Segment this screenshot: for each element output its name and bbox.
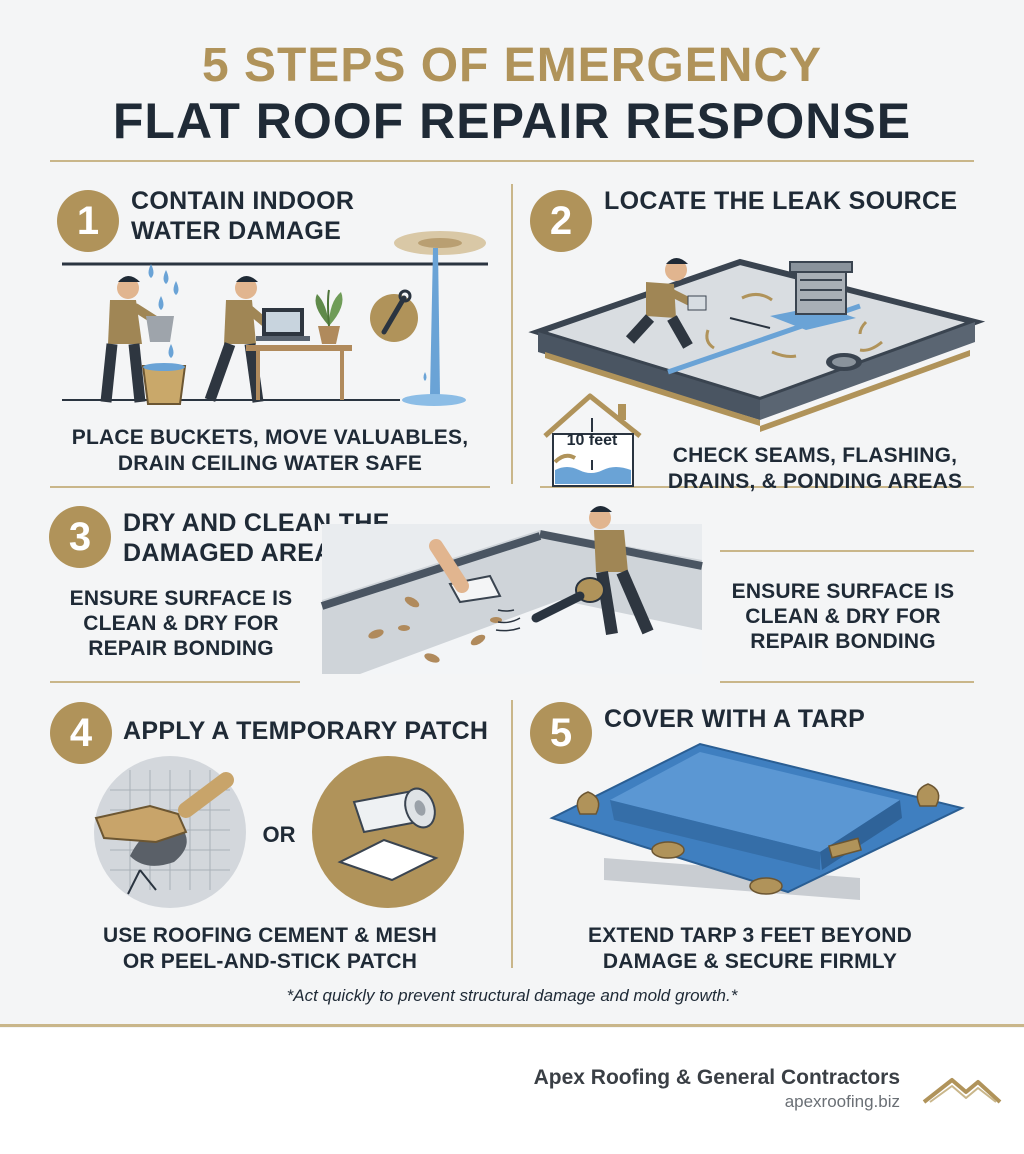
divider-vertical-top	[511, 184, 513, 484]
house-icon	[543, 393, 642, 487]
step-5-caption-line1: EXTEND TARP 3 FEET BEYOND	[588, 924, 912, 947]
patch-roll-icon	[312, 756, 464, 908]
step-5-number: 5	[530, 702, 592, 764]
step-5-title: COVER WITH A TARP	[604, 705, 866, 733]
website-link[interactable]: apexroofing.biz	[784, 1092, 900, 1111]
worker-figure-4	[589, 506, 654, 635]
step-3-caption-right-line1: ENSURE SURFACE IS	[731, 580, 955, 603]
step-3-caption-right-line3: REPAIR BONDING	[750, 630, 936, 653]
leaf-blower-icon	[531, 577, 605, 623]
step-2-number: 2	[530, 190, 592, 252]
page-title-line2: FLAT ROOF REPAIR RESPONSE	[112, 93, 912, 149]
step-2-caption-line2: DRAINS, & PONDING AREAS	[667, 470, 963, 493]
step-2-caption-line1: CHECK SEAMS, FLASHING,	[672, 444, 958, 467]
laptop-icon	[256, 308, 310, 341]
house-depth-label: 10 feet	[566, 432, 618, 449]
step-1-caption-line1: PLACE BUCKETS, MOVE VALUABLES,	[71, 426, 469, 449]
worker-figure-1	[100, 276, 163, 403]
step-2-title: LOCATE THE LEAK SOURCE	[604, 187, 958, 215]
logo-roof-icon	[922, 1078, 1002, 1104]
step-4-number: 4	[50, 702, 112, 764]
footnote: *Act quickly to prevent structural damag…	[286, 986, 738, 1005]
debris-leaves	[368, 596, 502, 663]
page-title-line1: 5 STEPS OF EMERGENCY	[201, 39, 823, 92]
plant-icon	[315, 289, 343, 344]
step-1-caption-line2: DRAIN CEILING WATER SAFE	[117, 452, 423, 475]
header-divider	[50, 160, 974, 162]
bucket-icon-handheld	[146, 316, 174, 342]
divider-vertical-bottom	[511, 700, 513, 968]
step-1-number: 1	[57, 190, 119, 252]
divider-row2-right	[720, 681, 974, 683]
wrench-icon	[370, 289, 418, 342]
water-drops	[148, 264, 179, 358]
step-4-caption-line2: OR PEEL-AND-STICK PATCH	[122, 950, 418, 973]
footer	[0, 1028, 1024, 1154]
step-3-caption-left-line2: CLEAN & DRY FOR	[83, 612, 279, 635]
step-1-title-line2: WATER DAMAGE	[131, 217, 342, 245]
step-4-title: APPLY A TEMPORARY PATCH	[123, 717, 489, 745]
divider-step3-right-top	[720, 550, 974, 552]
company-name: Apex Roofing & General Contractors	[533, 1066, 900, 1089]
step-3-number: 3	[49, 506, 111, 568]
vent-icon	[770, 261, 856, 330]
step-3-title-line2: DAMAGED AREA	[123, 539, 333, 567]
step-1-title-line1: CONTAIN INDOOR	[131, 187, 355, 215]
step-4-caption-line1: USE ROOFING CEMENT & MESH	[102, 924, 438, 947]
step-3-caption-right-line2: CLEAN & DRY FOR	[745, 605, 941, 628]
step-3-caption-left-line3: REPAIR BONDING	[88, 637, 274, 660]
divider-row2-left	[50, 681, 300, 683]
or-label: OR	[262, 822, 296, 847]
step-5-caption-line2: DAMAGE & SECURE FIRMLY	[602, 950, 898, 973]
worker-figure-3	[625, 258, 707, 349]
footer-divider	[0, 1024, 1024, 1027]
step-3-caption-left-line1: ENSURE SURFACE IS	[69, 587, 293, 610]
divider-row1-right	[540, 486, 974, 488]
drain-icon	[826, 353, 862, 371]
cloth-hand-icon	[429, 539, 502, 604]
divider-row1-left	[50, 486, 490, 488]
sandbag-icon	[576, 783, 940, 895]
glove-icon	[94, 772, 234, 844]
